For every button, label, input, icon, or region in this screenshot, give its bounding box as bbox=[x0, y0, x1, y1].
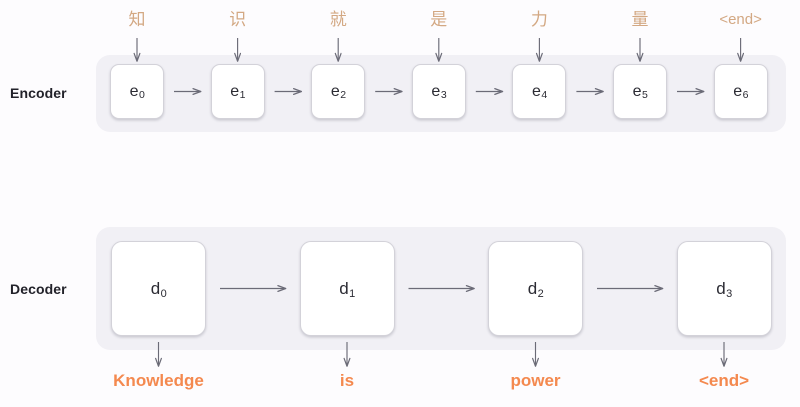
encoder-cell-label: e4 bbox=[532, 82, 548, 101]
decoder-output-word-1: is bbox=[339, 371, 355, 390]
decoder-cell-label: d0 bbox=[150, 279, 167, 300]
encoder-input-token-4: 力 bbox=[530, 10, 548, 29]
decoder-output-word-2: power bbox=[510, 371, 561, 390]
encoder-cell-label: e6 bbox=[733, 82, 749, 101]
encoder-cell-label: e1 bbox=[230, 82, 246, 101]
encoder-input-token-6: <end> bbox=[719, 11, 762, 28]
decoder-cell-label: d2 bbox=[527, 279, 544, 300]
decoder-output-word-3: <end> bbox=[698, 371, 750, 390]
encoder-cell-e5: e5 bbox=[613, 64, 667, 119]
encoder-cell-e2: e2 bbox=[311, 64, 366, 119]
decoder-cell-d1: d1 bbox=[299, 241, 395, 336]
encoder-input-token-3: 是 bbox=[430, 10, 448, 29]
encoder-row-label: Encoder bbox=[10, 85, 67, 101]
encoder-input-token-5: 量 bbox=[631, 10, 649, 29]
encoder-cell-e1: e1 bbox=[210, 64, 265, 119]
encoder-input-token-1: 识 bbox=[229, 10, 247, 29]
encoder-cell-label: e0 bbox=[129, 82, 145, 101]
encoder-input-token-2: 就 bbox=[329, 10, 347, 29]
encoder-cell-e4: e4 bbox=[512, 64, 567, 119]
decoder-cell-d0: d0 bbox=[111, 241, 206, 336]
encoder-cell-label: e5 bbox=[632, 82, 648, 101]
encoder-cell-e0: e0 bbox=[110, 64, 164, 119]
decoder-output-word-0: Knowledge bbox=[113, 371, 204, 390]
decoder-cell-d2: d2 bbox=[488, 241, 583, 336]
encoder-cell-label: e2 bbox=[330, 82, 347, 101]
decoder-row-label: Decoder bbox=[10, 281, 67, 297]
encoder-input-token-0: 知 bbox=[128, 10, 146, 29]
decoder-cell-label: d3 bbox=[716, 279, 733, 300]
encoder-cell-e6: e6 bbox=[713, 64, 768, 119]
encoder-cell-label: e3 bbox=[431, 82, 447, 101]
encoder-cell-e3: e3 bbox=[411, 64, 466, 119]
decoder-cell-d3: d3 bbox=[676, 241, 772, 336]
decoder-cell-label: d1 bbox=[339, 279, 356, 300]
